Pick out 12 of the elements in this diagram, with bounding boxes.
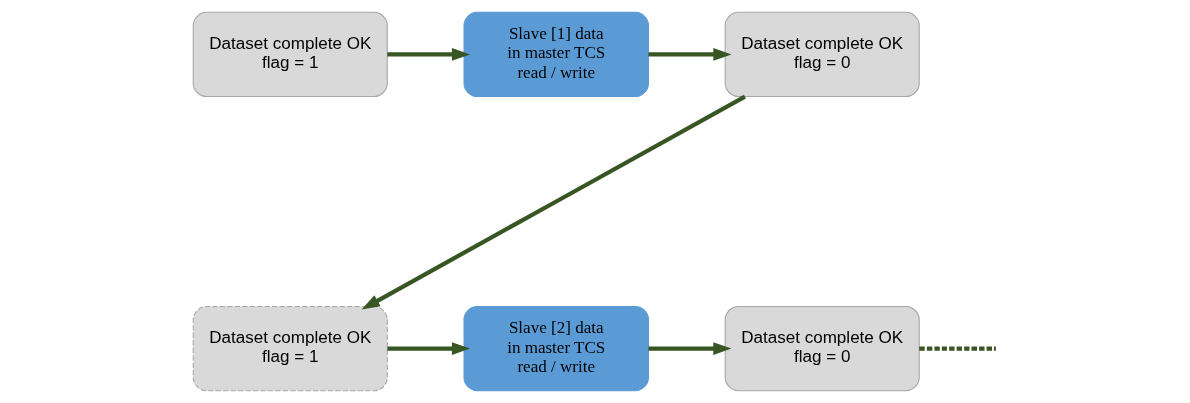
node-box: Dataset complete OK flag = 1: [192, 305, 388, 392]
arrow: [361, 94, 746, 310]
node-box: Dataset complete OK flag = 1: [192, 11, 388, 98]
arrow: [648, 342, 732, 355]
node-box: Dataset complete OK flag = 0: [724, 11, 920, 98]
connector: [919, 346, 996, 351]
node-box: Slave [2] data in master TCS read / write: [463, 305, 649, 392]
node-box: Dataset complete OK flag = 0: [724, 305, 920, 392]
arrow: [648, 48, 732, 61]
node-box: Slave [1] data in master TCS read / write: [463, 11, 649, 98]
arrow: [387, 48, 471, 61]
arrow: [387, 342, 471, 355]
